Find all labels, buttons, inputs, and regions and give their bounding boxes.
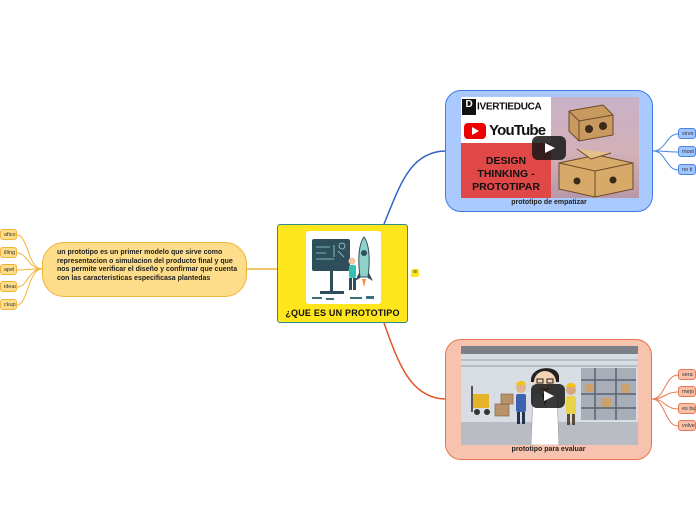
central-topic[interactable]: ¿QUE ES UN PROTOTIPO	[277, 224, 408, 323]
blue-item[interactable]: no ti	[678, 164, 696, 175]
left-item[interactable]: afico	[0, 229, 17, 240]
brand-text: IVERTIEDUCA	[477, 101, 542, 113]
connectors-red-items	[651, 374, 679, 427]
worker-left-icon	[516, 381, 526, 424]
red-item[interactable]: sera	[678, 369, 696, 380]
definition-node[interactable]: un prototipo es un primer modelo que sir…	[42, 242, 247, 297]
definition-text: un prototipo es un primer modelo que sir…	[57, 249, 238, 282]
video-node-evaluar[interactable]: prototipo para evaluar	[445, 339, 652, 460]
prototype-illustration-icon	[306, 231, 381, 304]
red-item[interactable]: volve	[678, 420, 696, 431]
blue-item[interactable]: most	[678, 146, 696, 157]
play-icon[interactable]	[531, 384, 565, 408]
connectors-blue-items	[652, 133, 679, 171]
worker-right-icon	[566, 383, 576, 425]
central-title: ¿QUE ES UN PROTOTIPO	[285, 308, 400, 318]
video-thumbnail-evaluar[interactable]	[461, 346, 638, 445]
connectors-left-items	[16, 234, 43, 306]
forklift-icon	[471, 386, 490, 415]
boxes-icon	[494, 393, 514, 417]
play-icon[interactable]	[532, 136, 566, 160]
red-item[interactable]: mejo	[678, 386, 696, 397]
video-caption-evaluar: prototipo para evaluar	[511, 446, 586, 453]
cardboard-scene	[551, 97, 639, 198]
brand-initial: D	[462, 99, 476, 115]
cardboard-box-icon	[558, 148, 634, 198]
thumbnail-headline: DESIGN THINKING - PROTOTIPAR	[472, 155, 540, 193]
left-item[interactable]: ckup	[0, 299, 17, 310]
menu-icon[interactable]: ≡	[411, 269, 419, 277]
youtube-wordmark: YouTube	[489, 122, 546, 139]
shelves-icon	[581, 368, 636, 420]
left-item[interactable]: illing	[0, 247, 17, 258]
connector-evaluar	[383, 322, 446, 400]
video-caption-empatizar: prototipo de empatizar	[511, 199, 587, 206]
cardboard-headset-icon	[568, 104, 614, 142]
left-item[interactable]: ideas	[0, 281, 17, 292]
red-item[interactable]: es bu	[678, 403, 696, 414]
youtube-logo: YouTube	[464, 121, 549, 141]
youtube-play-icon	[464, 123, 486, 139]
connector-empatizar	[383, 150, 446, 225]
left-item[interactable]: apel	[0, 264, 17, 275]
blue-item[interactable]: sirve	[678, 128, 696, 139]
